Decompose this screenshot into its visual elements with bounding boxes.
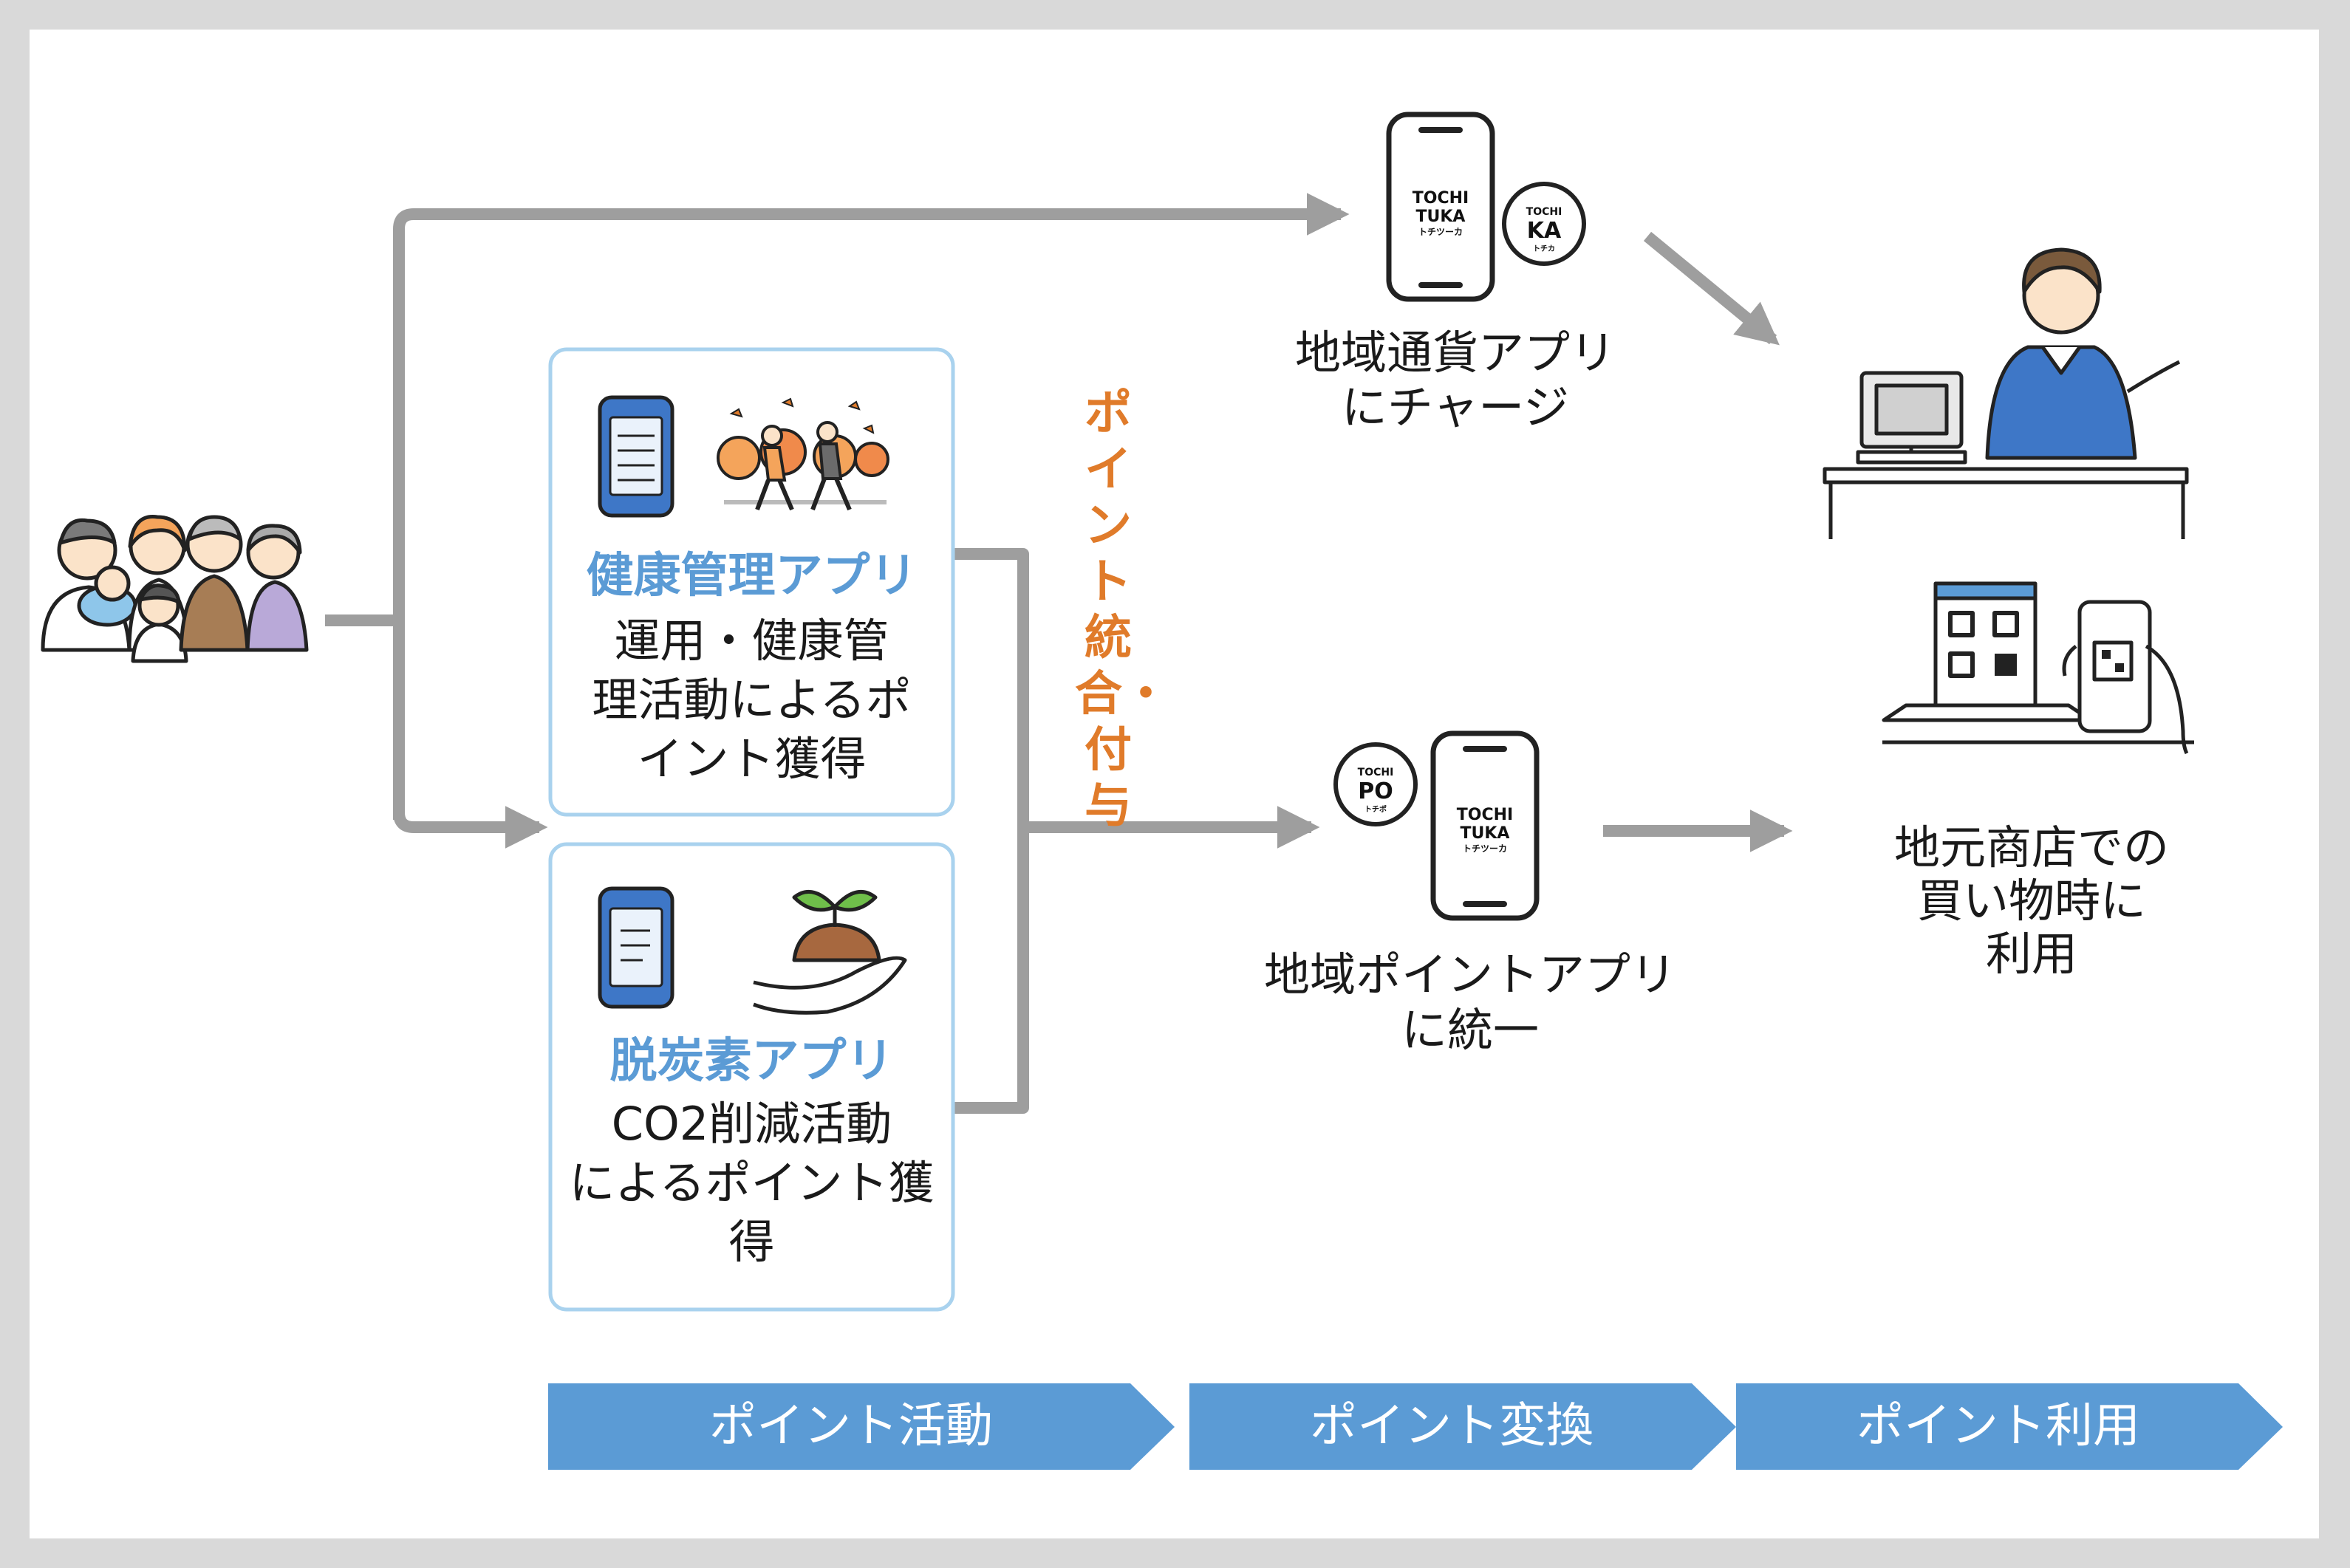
currency-logo-kana: トチツーカ [1418,227,1463,237]
ka-badge-kana: トチカ [1533,244,1555,253]
currency-logo-line1: TOCHI [1413,189,1469,208]
ka-badge-top: TOCHI [1526,206,1562,218]
phase-usage-chevron [1736,1383,2283,1470]
health-app-desc-line3: イント獲得 [637,732,867,786]
phase-conversion-label: ポイント変換 [1310,1399,1594,1454]
shop-usage-line3: 利用 [1985,927,2077,981]
qr-payment-icon [1882,581,2194,755]
ka-badge-main: KA [1527,218,1562,244]
ka-badge-icon: TOCHI KA トチカ [1496,182,1586,266]
cashier-icon [1823,247,2189,539]
points-logo-kana: トチツーカ [1463,843,1507,854]
branch-to-apps-arrow [393,620,548,849]
walking-people-icon [717,397,889,511]
po-badge-kana: トチポ [1364,804,1387,814]
health-app-desc-line1: 運用・健康管 [614,614,889,668]
decarb-app-phone-icon [598,886,674,1009]
phase-conversion-chevron [1189,1383,1736,1470]
po-badge-top: TOCHI [1358,767,1394,778]
currency-logo-line2: TUKA [1416,208,1466,226]
family-icon [41,515,309,663]
decarb-app-desc-line1: CO2削減活動 [611,1097,892,1151]
phase-activity-chevron [548,1383,1175,1470]
currency-app-label-line1: 地域通貨アプリ [1294,326,1616,380]
health-app-phone-icon [598,395,674,518]
phase-usage-label: ポイント利用 [1857,1399,2140,1454]
connector-lines [325,193,1793,1114]
health-app-title: 健康管理アプリ [586,549,918,603]
decarb-app-desc-line3: 得 [728,1215,775,1269]
points-app-label-line1: 地域ポイントアプリ [1263,948,1676,1002]
po-badge-main: PO [1358,778,1393,804]
currency-to-shop-arrow [1643,231,1780,346]
currency-app-phone-icon: TOCHI TUKA トチツーカ [1386,112,1495,302]
phase-bar [548,1383,2283,1470]
integration-label: ポイント統合・付与 [1075,386,1169,834]
branch-to-currency-arrow [393,193,1350,820]
shop-usage-line1: 地元商店での [1893,821,2169,874]
sprout-in-hand-icon [753,890,907,1015]
points-logo-line2: TUKA [1461,824,1510,843]
po-badge-icon: TOCHI PO トチポ [1333,742,1418,826]
decarb-app-desc-line2: によるポイント獲 [569,1156,935,1210]
points-logo-line1: TOCHI [1457,806,1513,824]
shop-usage-line2: 買い物時に [1916,874,2146,928]
decarb-app-title: 脱炭素アプリ [609,1034,894,1089]
currency-app-label-line2: にチャージ [1341,380,1570,434]
points-app-phone-icon: TOCHI TUKA トチツーカ [1430,730,1540,921]
health-bracket [953,548,1029,1114]
points-app-label-line2: に統一 [1401,1003,1539,1057]
health-app-desc-line2: 理活動によるポ [592,673,912,727]
phase-activity-label: ポイント活動 [709,1399,993,1454]
diagram-canvas [30,30,2319,1538]
